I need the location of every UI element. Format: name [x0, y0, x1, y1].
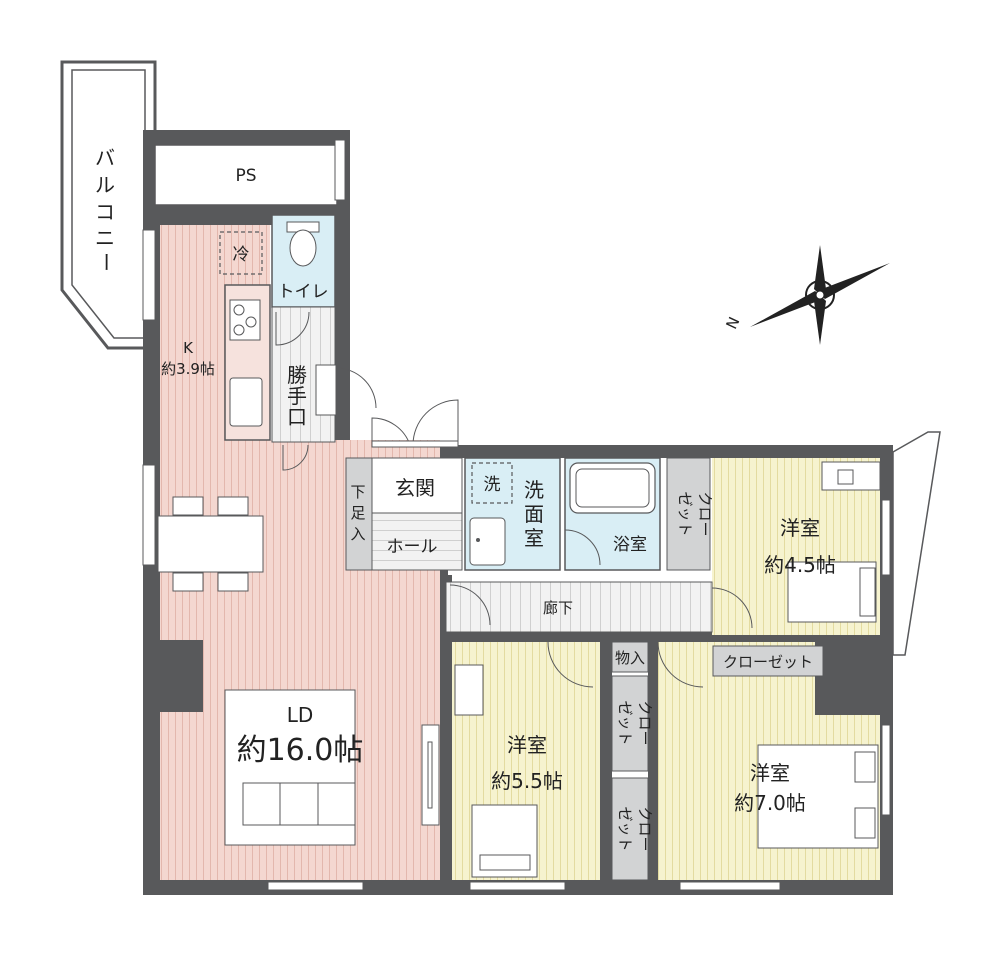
washroom-char-2: 面: [524, 502, 544, 526]
closet-3: [611, 777, 649, 881]
washroom-char-1: 洗: [524, 478, 544, 502]
hall-floor: [371, 512, 463, 571]
balcony-char-5: ー: [94, 252, 118, 272]
toilet-room: [271, 214, 336, 308]
service-door-char-3: 口: [287, 405, 307, 429]
monoire-box: [611, 641, 649, 673]
closet-1: [666, 457, 711, 571]
room-3: [657, 640, 880, 880]
room1-name: 洋室: [780, 516, 820, 540]
washroom: [464, 457, 561, 571]
balcony-char-4: ニ: [95, 226, 115, 250]
room3-size: 約7.0帖: [734, 791, 806, 815]
windows: [142, 139, 891, 891]
service-door-char-2: 手: [287, 384, 307, 408]
bathroom: [564, 457, 661, 571]
closet-2: [611, 675, 649, 772]
hall-label: ホール: [387, 537, 438, 557]
entrance-doors: [371, 399, 459, 448]
room1-side-balcony: [892, 431, 941, 656]
closet1-line-1: クロー: [696, 491, 714, 536]
fridge-label: 冷: [233, 245, 250, 265]
service-door-char-1: 勝: [287, 363, 307, 387]
room2-size: 約5.5帖: [491, 769, 563, 793]
closet3-line-2: ゼット: [616, 806, 634, 851]
closet2-line-2: ゼット: [616, 700, 634, 745]
balcony-char-1: バ: [95, 146, 115, 170]
closet3-line-1: クロー: [636, 806, 654, 851]
kitchen-name: K: [183, 339, 194, 357]
shoe-char-2: 足: [350, 504, 365, 522]
washroom-char-3: 室: [524, 526, 544, 550]
kitchen-size: 約3.9帖: [161, 360, 215, 378]
sofa: [224, 689, 356, 846]
shoe-char-1: 下: [350, 483, 365, 501]
room-2: [452, 641, 600, 880]
kitchen-counter: [224, 284, 271, 441]
ld-size: 約16.0帖: [237, 733, 364, 768]
entrance-label: 玄関: [395, 476, 435, 500]
fridge-icon: [219, 231, 263, 275]
balcony-char-3: コ: [95, 200, 115, 224]
toilet-label: トイレ: [278, 282, 329, 302]
corridor-label: 廊下: [543, 599, 573, 617]
balcony-char-2: ル: [95, 173, 115, 197]
genkan-floor: [371, 457, 463, 514]
room-1: [712, 458, 881, 635]
corridor: [445, 581, 753, 633]
dining-table: [157, 496, 264, 592]
ld-name: LD: [287, 703, 314, 727]
compass-north-label: N: [722, 314, 743, 332]
closet-wide-label: クローゼット: [723, 653, 813, 671]
washer-label: 洗: [484, 475, 501, 495]
closet2-line-1: クロー: [636, 700, 654, 745]
ps-label: PS: [235, 166, 256, 186]
shoe-char-3: 入: [350, 525, 365, 543]
closet1-line-2: ゼット: [676, 491, 694, 536]
monoire-label: 物入: [615, 649, 645, 667]
room2-name: 洋室: [507, 733, 547, 757]
tv-stand: [421, 724, 440, 826]
service-door-area: [271, 306, 377, 471]
shoe-cabinet: [345, 457, 373, 571]
room1-size: 約4.5帖: [764, 553, 836, 577]
compass-icon: [750, 245, 890, 345]
bathroom-label: 浴室: [613, 535, 647, 555]
closet-wide: [712, 645, 824, 677]
balcony: [60, 60, 157, 350]
room3-name: 洋室: [750, 761, 790, 785]
